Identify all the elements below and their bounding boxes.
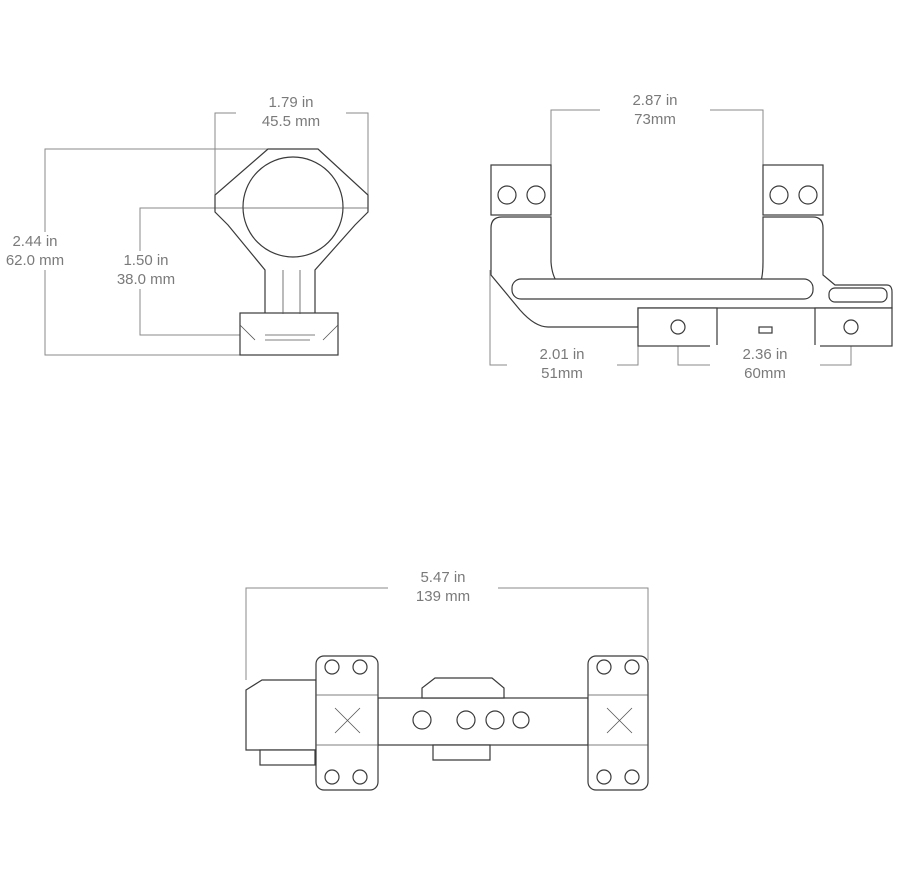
- ring-width-label: 1.79 in 45.5 mm: [236, 93, 346, 131]
- dim-in: 2.01 in: [539, 346, 585, 363]
- overall-length-label: 5.47 in 139 mm: [388, 568, 498, 606]
- rear-ring-top: [587, 655, 649, 791]
- screw-icon: [798, 185, 818, 205]
- bubble-level-icon: [456, 710, 476, 730]
- screw-icons: [324, 659, 640, 785]
- dim-in: 5.47 in: [420, 569, 466, 586]
- clamp-detail: [239, 270, 339, 341]
- dim-mm: 51mm: [541, 365, 583, 382]
- dim-line-overall-length: [245, 587, 649, 680]
- total-height-label: 2.44 in 62.0 mm: [0, 232, 85, 270]
- front-clamp-jaw: [259, 749, 316, 766]
- dim-mm: 45.5 mm: [261, 113, 321, 130]
- bubble-level-icon: [485, 710, 505, 730]
- bubble-level-icon: [512, 711, 530, 729]
- dim-in: 2.36 in: [742, 346, 788, 363]
- dim-in: 1.50 in: [123, 252, 169, 269]
- front-offset-label: 2.01 in 51mm: [507, 345, 617, 383]
- ring-spacing-label: 2.87 in 73mm: [600, 91, 710, 129]
- dim-mm: 62.0 mm: [5, 252, 65, 269]
- clamp-screw-icon: [670, 319, 686, 335]
- dim-in: 2.87 in: [632, 92, 678, 109]
- clamp-spacing-label: 2.36 in 60mm: [710, 345, 820, 383]
- rail-clamp: [239, 312, 339, 356]
- dim-in: 1.79 in: [268, 94, 314, 111]
- center-clamp: [421, 677, 505, 761]
- top-view: [245, 587, 649, 791]
- center-bar: [377, 697, 589, 746]
- dim-mm: 139 mm: [415, 588, 471, 605]
- dim-mm: 38.0 mm: [116, 271, 176, 288]
- clamp-screw-icon: [843, 319, 859, 335]
- screw-icon: [497, 185, 517, 205]
- front-ring-top: [315, 655, 379, 791]
- front-clamp-top: [245, 679, 317, 751]
- ring-divisions: [316, 694, 648, 746]
- dim-mm: 60mm: [744, 365, 786, 382]
- recoil-lug: [758, 326, 773, 334]
- center-height-label: 1.50 in 38.0 mm: [96, 251, 196, 289]
- side-view: [489, 109, 893, 366]
- bubble-level-icon: [412, 710, 432, 730]
- screw-icon: [769, 185, 789, 205]
- rear-slot: [828, 287, 888, 303]
- dim-in: 2.44 in: [12, 233, 58, 250]
- dim-mm: 73mm: [634, 111, 676, 128]
- scope-bore: [242, 156, 344, 258]
- front-view: [44, 112, 369, 356]
- logo-x-icon: [334, 707, 633, 734]
- lightening-slot: [511, 278, 814, 300]
- screw-icon: [526, 185, 546, 205]
